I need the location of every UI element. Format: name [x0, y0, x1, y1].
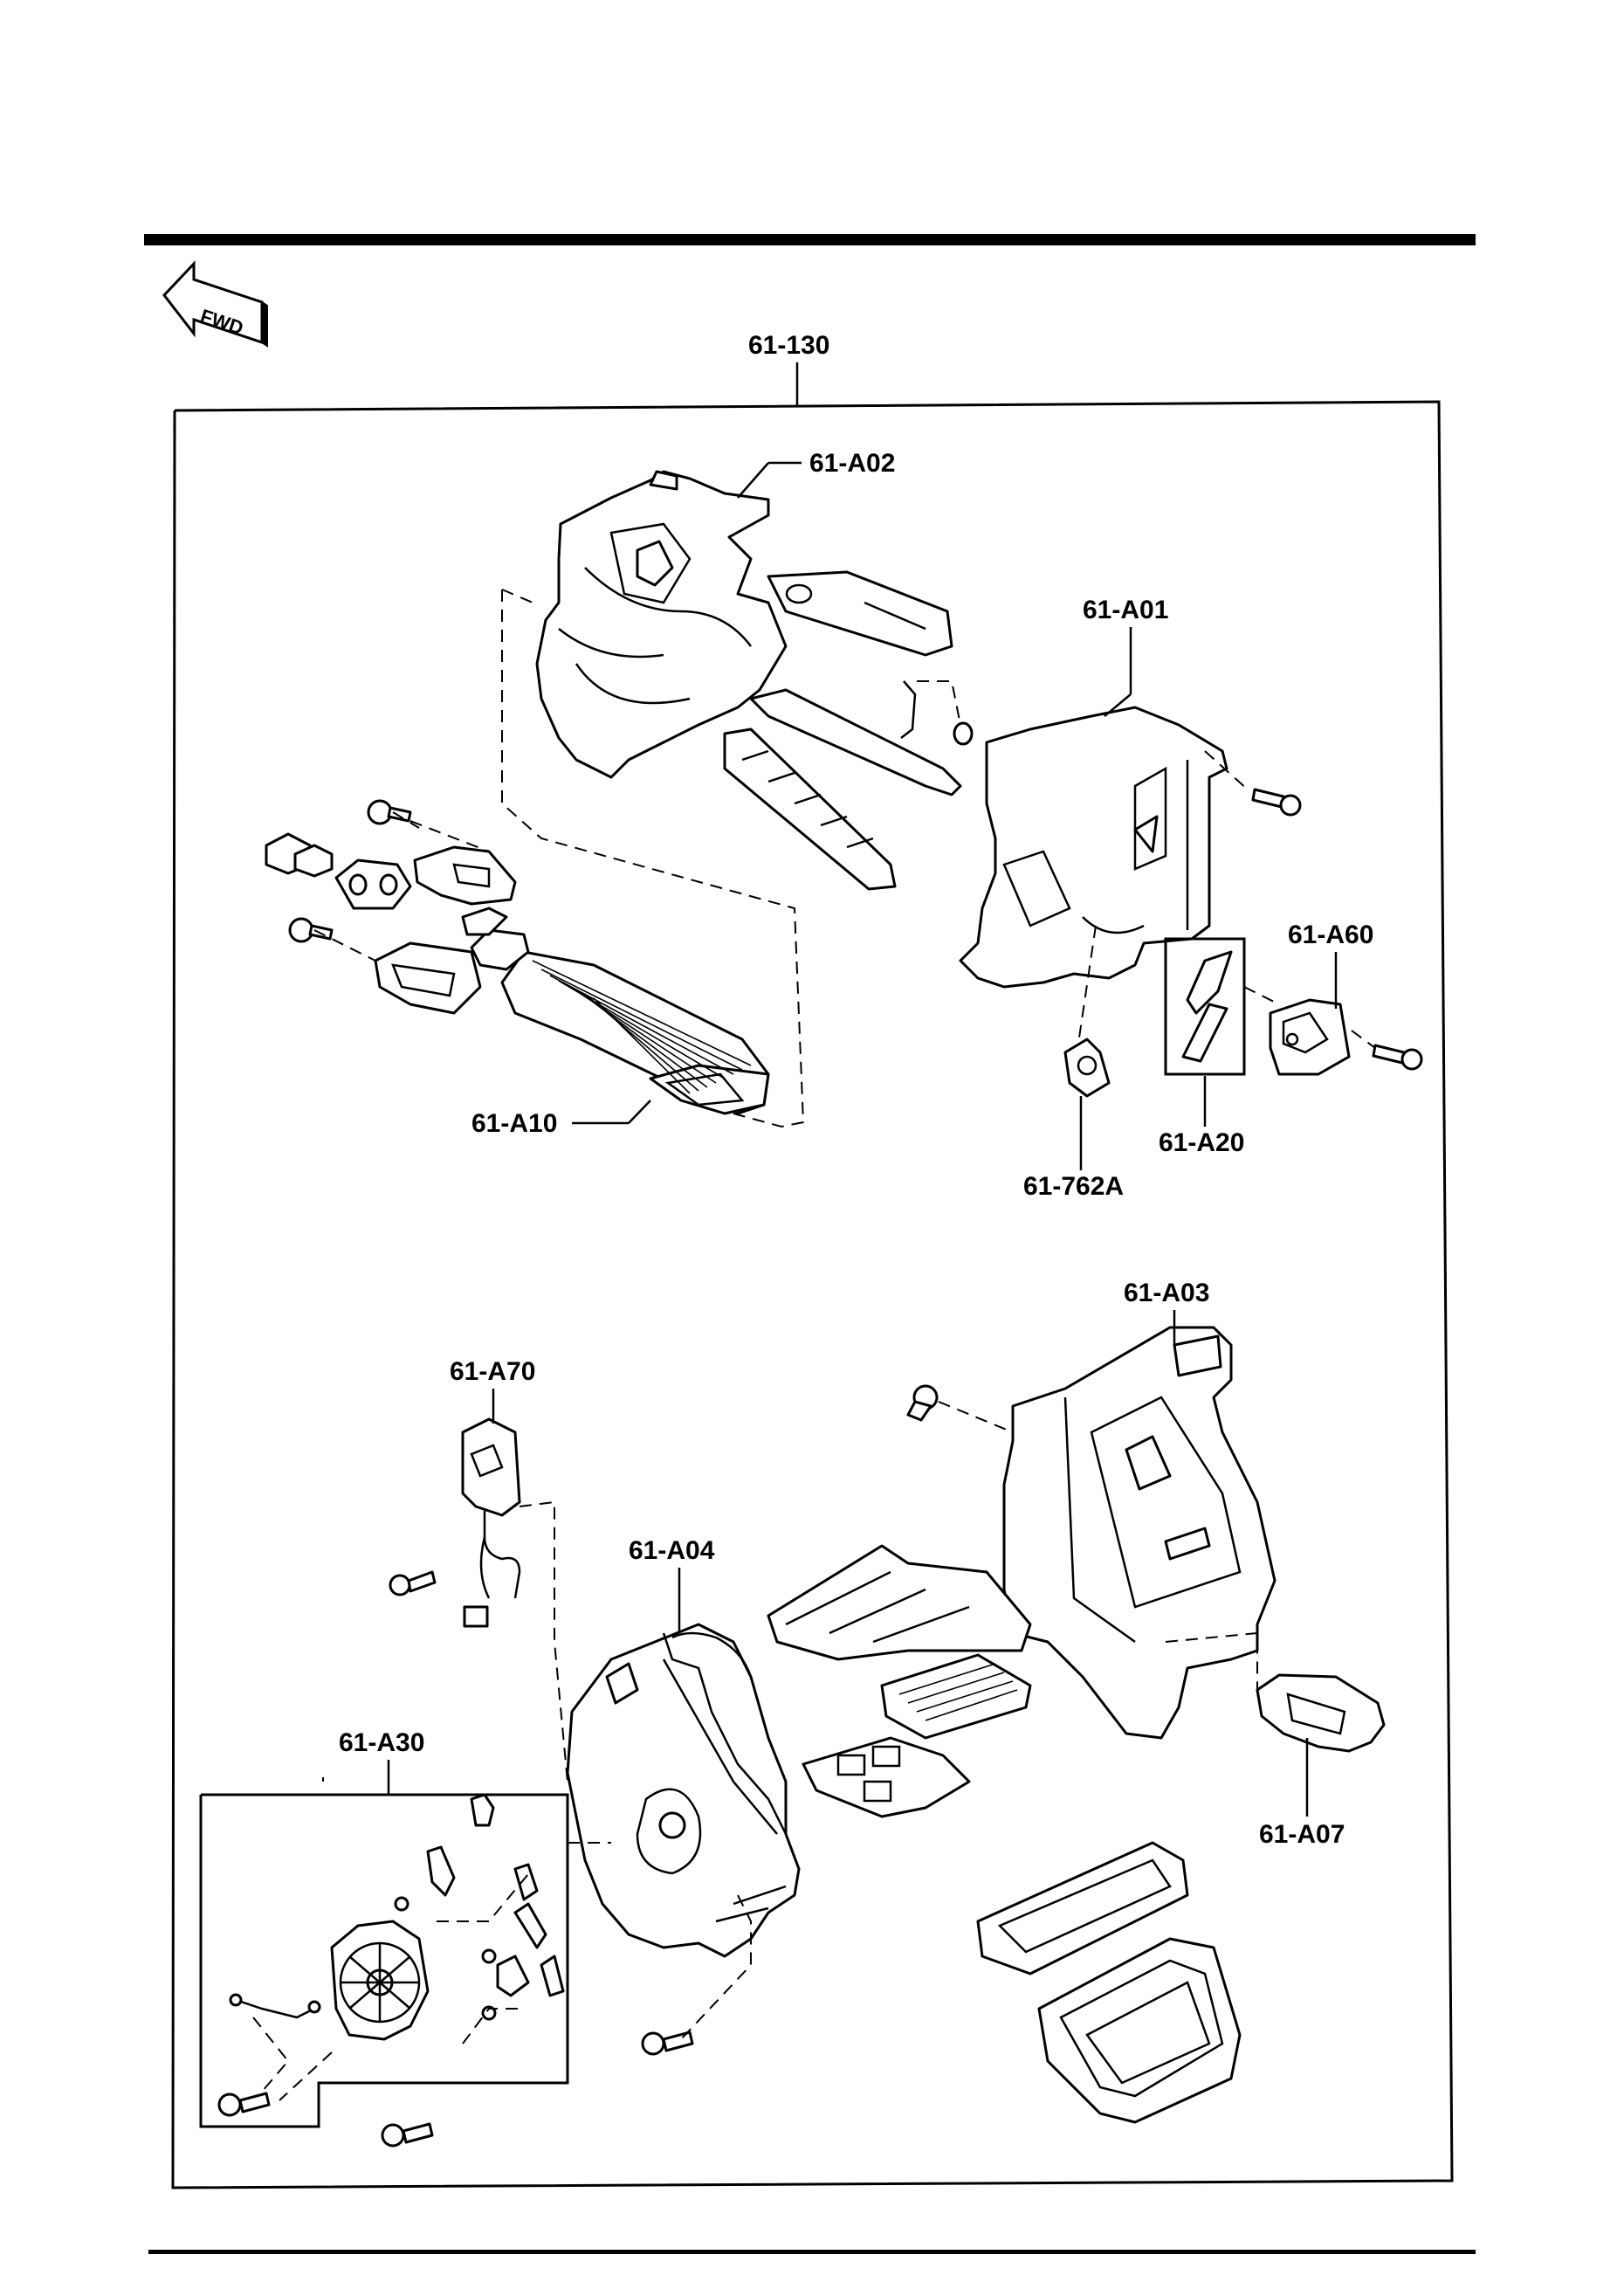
screw-a01	[1251, 788, 1302, 817]
part-mode-door-mid	[880, 1653, 1032, 1740]
part-pipe-clamp	[413, 845, 517, 906]
part-61-A70-motor	[461, 1417, 521, 1628]
screw-a10-lower	[288, 917, 334, 943]
screw-a70	[389, 1570, 437, 1596]
part-clip	[900, 680, 974, 746]
assembly-frame	[171, 400, 1454, 2189]
label-61-A04: 61-A04	[629, 1536, 715, 1565]
label-61-A10: 61-A10	[471, 1109, 557, 1138]
part-61-A60-actuator	[1269, 998, 1351, 1076]
screw-a04-bottom	[641, 2031, 694, 2056]
part-61-A30-link-box	[199, 1793, 569, 2128]
leader-61-A02-b	[737, 462, 769, 499]
dashed-lower-links	[252, 1401, 1258, 2101]
part-61-A07-duct	[1256, 1673, 1386, 1753]
label-61-A60: 61-A60	[1288, 920, 1373, 949]
label-61-A30: 61-A30	[339, 1728, 424, 1757]
fwd-arrow-icon: FWD	[162, 260, 268, 348]
part-pipe-holder	[374, 941, 482, 1015]
leader-61-A10-b	[628, 1100, 651, 1124]
label-61-A70: 61-A70	[450, 1357, 535, 1386]
part-61-A02-upper-case	[535, 470, 788, 779]
bottom-rule	[148, 2250, 1476, 2254]
label-61-A07: 61-A07	[1259, 1820, 1345, 1849]
part-61-A01-case	[959, 706, 1228, 989]
part-air-mix-door	[767, 570, 953, 657]
label-61-A02: 61-A02	[809, 449, 895, 478]
top-rule	[144, 234, 1476, 245]
label-61-A01: 61-A01	[1083, 596, 1168, 624]
part-grille	[723, 727, 897, 891]
label-61-A20: 61-A20	[1159, 1128, 1244, 1157]
part-link-rod	[749, 688, 962, 796]
part-61-762A	[1063, 1038, 1111, 1098]
part-pipe-caps	[265, 832, 334, 878]
screw-a30-bottom	[381, 2122, 434, 2148]
screw-a03	[906, 1384, 939, 1422]
part-61-A20-link-box	[1164, 937, 1246, 1076]
part-61-A03-case	[1002, 1326, 1276, 1740]
dashed-heater-outline	[501, 589, 805, 1128]
screw-a60	[1372, 1044, 1423, 1071]
part-mode-door-upper	[767, 1544, 1032, 1661]
part-grommet	[334, 858, 412, 910]
label-61-130: 61-130	[748, 331, 829, 360]
label-61-A03: 61-A03	[1124, 1279, 1209, 1307]
part-61-A04-case	[566, 1623, 801, 1958]
dashed-upper-links	[313, 680, 1376, 1049]
screw-a10-upper	[367, 799, 412, 825]
part-61-A10-heater-core	[461, 907, 770, 1115]
part-mode-door-lower	[802, 1736, 971, 1818]
screw-a30-inner	[217, 2092, 271, 2117]
label-61-762A: 61-762A	[1023, 1172, 1124, 1201]
part-filter-frame-lower	[1037, 1937, 1242, 2124]
part-filter-frame-upper	[976, 1841, 1189, 1975]
leader-61-A01-b	[1104, 693, 1132, 717]
